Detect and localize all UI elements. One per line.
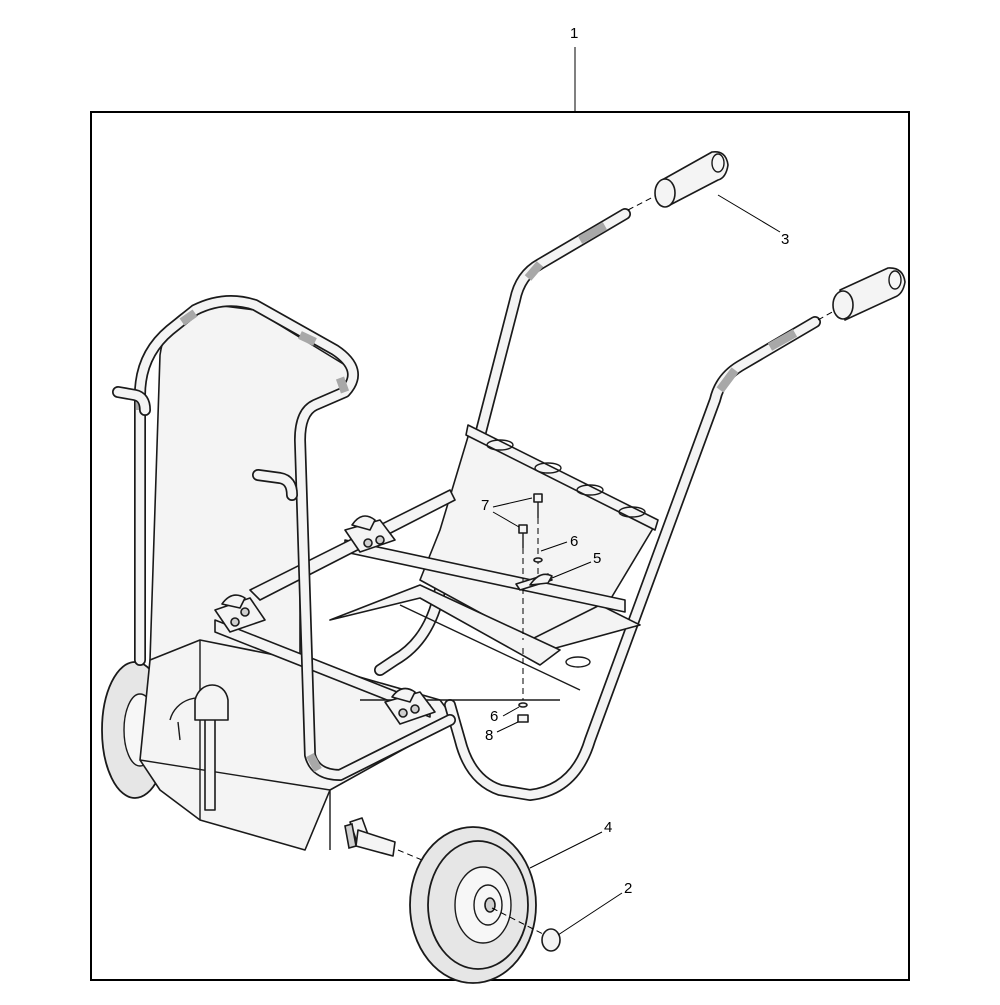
callout-8: 8: [485, 727, 493, 744]
callout-6-upper: 6: [570, 533, 578, 550]
nut-part-8: [517, 714, 529, 723]
leader-7b: [492, 511, 520, 528]
leader-8: [496, 721, 519, 733]
hub-cap-part-2: [491, 907, 561, 952]
callout-7: 7: [481, 497, 489, 514]
screw-part-7b: [518, 524, 528, 548]
leader-6b: [502, 706, 520, 717]
callout-1: 1: [570, 25, 578, 42]
leader-5: [551, 561, 592, 579]
grip-lower-part-3: [817, 267, 906, 321]
grip-upper-part-3: [627, 150, 729, 211]
leader-3: [717, 194, 781, 233]
leader-lines: [492, 47, 781, 936]
washer-part-6-lower: [518, 702, 528, 708]
clamp-bracket-lower: [384, 687, 436, 725]
callout-6-lower: 6: [490, 708, 498, 725]
axle-assembly: [344, 817, 471, 881]
leader-4: [529, 831, 603, 869]
callout-labels: 1 3 4 2 5 6 6 7 8: [481, 25, 789, 897]
washer-part-6-upper: [533, 557, 543, 563]
callout-3: 3: [781, 231, 789, 248]
leader-6a: [540, 541, 568, 552]
hardware-stack: [515, 493, 553, 723]
leader-2: [557, 892, 623, 936]
main-frame-tube: [112, 295, 456, 781]
assembly-frame: [90, 111, 910, 981]
screw-part-7a: [533, 493, 543, 518]
clamp-bracket-left: [214, 594, 266, 633]
callout-4: 4: [604, 819, 612, 836]
clamp-bracket-upper: [344, 515, 396, 553]
callout-5: 5: [593, 550, 601, 567]
wheel-part-4: [409, 826, 537, 984]
leader-7a: [492, 497, 533, 508]
callout-2: 2: [624, 880, 632, 897]
